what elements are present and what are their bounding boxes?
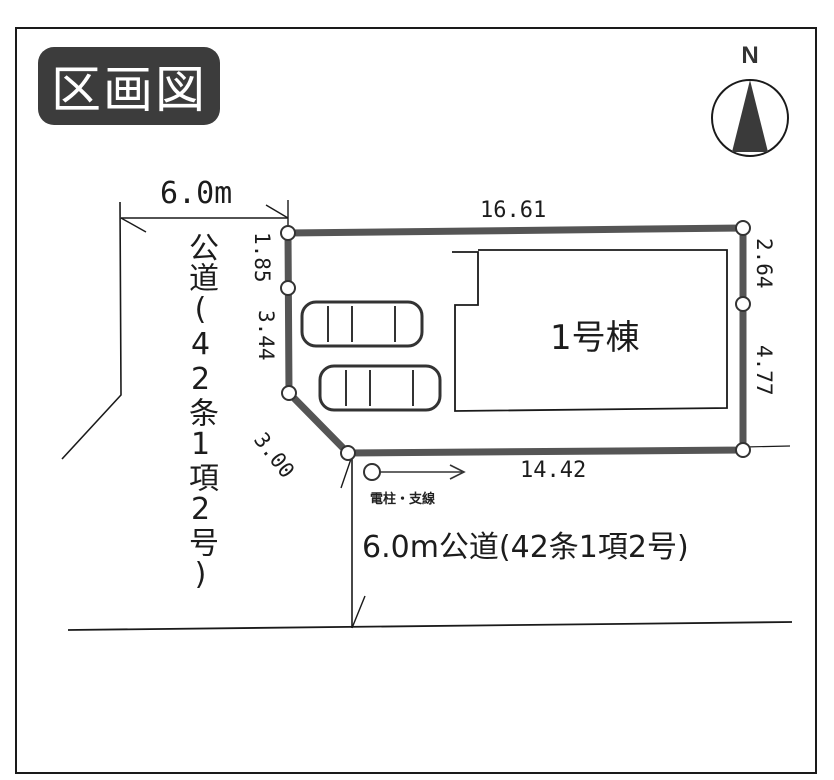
east-upper-dimension: 2.64 [752, 238, 776, 289]
boundary-markers [280, 220, 751, 461]
west-upper-dimension: 1.85 [250, 232, 274, 283]
lot-boundary [284, 224, 747, 457]
south-road-edge [67, 621, 793, 631]
south-boundary-dimension: 14.42 [520, 458, 587, 483]
west-lower-dimension: 3.44 [254, 310, 278, 361]
utility-pole-icon [363, 463, 381, 481]
car-icon-1 [300, 300, 424, 348]
building-label: 1号棟 [550, 318, 640, 358]
west-road-edge [61, 201, 122, 460]
building-footprint [452, 249, 728, 412]
page-title: 区画図 [51, 61, 207, 119]
north-label: N [741, 42, 759, 69]
west-road-width-label: 6.0m [160, 176, 233, 211]
north-boundary-dimension: 16.61 [480, 198, 547, 223]
south-road-label: 6.0m公道(42条1項2号) [362, 530, 689, 565]
north-arrow-icon [732, 80, 768, 152]
guy-wire-arrow-icon [449, 464, 466, 480]
outer-border [15, 27, 817, 774]
west-road-label: 公道(42条1項2号) [183, 232, 218, 592]
utility-pole-label: 電柱・支線 [370, 492, 436, 507]
title-badge [38, 47, 220, 125]
east-lower-dimension: 4.77 [752, 345, 776, 396]
car-icon-2 [318, 364, 442, 412]
